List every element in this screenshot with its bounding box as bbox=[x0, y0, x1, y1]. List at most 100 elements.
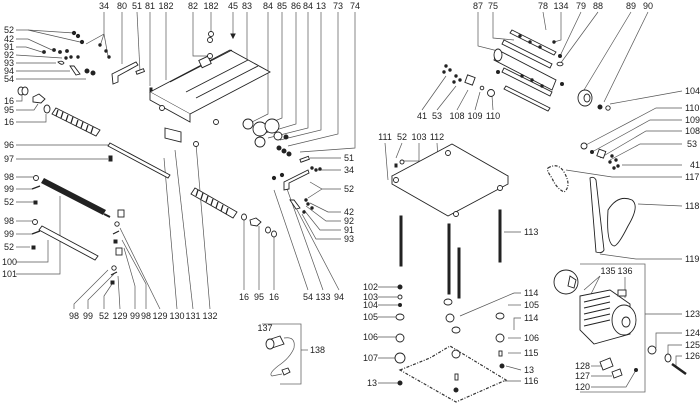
part-label-120: 120 bbox=[575, 382, 590, 392]
part-label-83: 83 bbox=[242, 1, 252, 11]
part-label-92: 92 bbox=[4, 50, 14, 60]
part-label-98: 98 bbox=[141, 311, 151, 321]
part-label-90: 90 bbox=[643, 1, 653, 11]
part-label-95: 95 bbox=[4, 105, 14, 115]
part-label-129: 129 bbox=[112, 311, 127, 321]
part-label-73: 73 bbox=[333, 1, 343, 11]
part-label-182: 182 bbox=[203, 1, 218, 11]
part-label-99: 99 bbox=[4, 229, 14, 239]
part-label-133: 133 bbox=[315, 292, 330, 302]
part-label-99: 99 bbox=[130, 311, 140, 321]
part-label-92: 92 bbox=[344, 216, 354, 226]
part-label-51: 51 bbox=[132, 1, 142, 11]
part-label-42: 42 bbox=[4, 34, 14, 44]
part-label-104: 104 bbox=[685, 86, 700, 96]
part-label-99: 99 bbox=[83, 311, 93, 321]
part-label-52: 52 bbox=[99, 311, 109, 321]
part-label-98: 98 bbox=[4, 172, 14, 182]
part-label-98: 98 bbox=[4, 216, 14, 226]
part-number-labels: 5242919293945416951696979899529899521001… bbox=[2, 1, 700, 392]
part-label-94: 94 bbox=[334, 292, 344, 302]
belts bbox=[546, 165, 636, 254]
part-label-100: 100 bbox=[2, 257, 17, 267]
part-label-97: 97 bbox=[4, 154, 14, 164]
part-label-75: 75 bbox=[488, 1, 498, 11]
part-label-82: 82 bbox=[188, 1, 198, 11]
part-label-106: 106 bbox=[524, 333, 539, 343]
part-label-41: 41 bbox=[417, 111, 427, 121]
part-label-115: 115 bbox=[524, 348, 538, 358]
part-label-52: 52 bbox=[4, 25, 14, 35]
table-assembly bbox=[391, 143, 509, 403]
part-label-74: 74 bbox=[350, 1, 360, 11]
part-label-127: 127 bbox=[575, 371, 590, 381]
part-label-138: 138 bbox=[310, 345, 325, 355]
part-label-130: 130 bbox=[169, 311, 184, 321]
part-label-54: 54 bbox=[4, 74, 14, 84]
part-label-41: 41 bbox=[690, 160, 700, 170]
part-label-34: 34 bbox=[99, 1, 109, 11]
part-label-93: 93 bbox=[344, 234, 354, 244]
part-label-95: 95 bbox=[254, 292, 264, 302]
part-label-52: 52 bbox=[344, 184, 354, 194]
cutter-head-assembly bbox=[442, 29, 620, 170]
part-label-101: 101 bbox=[2, 269, 17, 279]
part-label-108: 108 bbox=[449, 111, 464, 121]
part-label-84: 84 bbox=[263, 1, 273, 11]
infeed-roller-assembly bbox=[17, 30, 171, 285]
part-label-99: 99 bbox=[4, 184, 14, 194]
part-label-182: 182 bbox=[158, 1, 173, 11]
part-label-117: 117 bbox=[685, 172, 699, 182]
part-label-104: 104 bbox=[363, 300, 378, 310]
part-label-16: 16 bbox=[4, 117, 14, 127]
part-label-109: 109 bbox=[467, 111, 482, 121]
part-label-81: 81 bbox=[145, 1, 155, 11]
feed-roller-ribbed bbox=[51, 107, 101, 137]
part-label-89: 89 bbox=[626, 1, 636, 11]
part-label-91: 91 bbox=[344, 225, 354, 235]
part-label-105: 105 bbox=[524, 300, 539, 310]
part-label-135: 135 bbox=[600, 266, 615, 276]
part-label-79: 79 bbox=[576, 1, 586, 11]
part-label-88: 88 bbox=[593, 1, 603, 11]
part-label-114: 114 bbox=[524, 313, 538, 323]
power-cable bbox=[265, 335, 295, 377]
part-label-125: 125 bbox=[685, 340, 700, 350]
part-label-134: 134 bbox=[553, 1, 568, 11]
part-label-34: 34 bbox=[344, 165, 354, 175]
part-label-96: 96 bbox=[4, 140, 14, 150]
part-label-13: 13 bbox=[367, 378, 377, 388]
part-label-80: 80 bbox=[117, 1, 127, 11]
part-label-93: 93 bbox=[4, 58, 14, 68]
part-label-45: 45 bbox=[228, 1, 238, 11]
part-label-108: 108 bbox=[685, 126, 700, 136]
part-label-103: 103 bbox=[411, 132, 426, 142]
part-label-16: 16 bbox=[269, 292, 279, 302]
part-label-132: 132 bbox=[202, 311, 217, 321]
part-label-13: 13 bbox=[524, 365, 534, 375]
part-label-51: 51 bbox=[344, 153, 354, 163]
part-label-118: 118 bbox=[685, 201, 699, 211]
part-label-111: 111 bbox=[378, 132, 392, 142]
part-label-109: 109 bbox=[685, 115, 700, 125]
part-label-16: 16 bbox=[4, 96, 14, 106]
part-label-107: 107 bbox=[363, 353, 378, 363]
part-label-16: 16 bbox=[239, 292, 249, 302]
part-label-42: 42 bbox=[344, 207, 354, 217]
part-label-87: 87 bbox=[473, 1, 483, 11]
part-label-91: 91 bbox=[4, 42, 14, 52]
part-label-112: 112 bbox=[430, 132, 444, 142]
part-label-105: 105 bbox=[363, 312, 378, 322]
part-label-110: 110 bbox=[486, 111, 500, 121]
leader-lines-right bbox=[262, 11, 683, 393]
part-label-53: 53 bbox=[687, 139, 697, 149]
part-label-131: 131 bbox=[185, 311, 200, 321]
part-label-54: 54 bbox=[303, 292, 313, 302]
part-label-85: 85 bbox=[277, 1, 287, 11]
part-label-102: 102 bbox=[363, 282, 378, 292]
part-label-13: 13 bbox=[316, 1, 326, 11]
part-label-119: 119 bbox=[685, 254, 699, 264]
part-label-52: 52 bbox=[4, 197, 14, 207]
part-label-103: 103 bbox=[363, 292, 378, 302]
